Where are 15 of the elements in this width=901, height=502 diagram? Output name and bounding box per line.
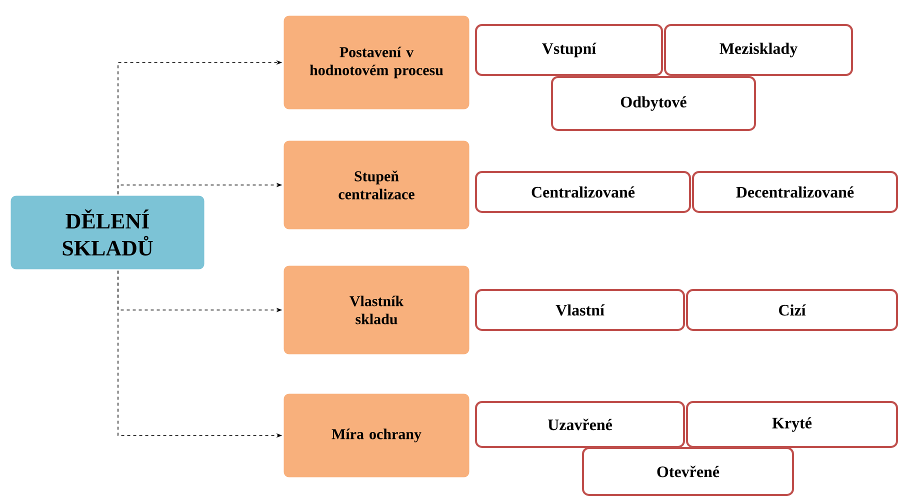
item-box: Vstupní [475,24,663,76]
item-box: Decentralizované [692,170,898,213]
category-box: Vlastník skladu [282,264,471,356]
item-box: Uzavřené [475,400,685,448]
category-box: Stupeň centralizace [282,139,471,231]
item-box: Vlastní [475,288,685,331]
item-box: Cizí [686,288,898,331]
item-box: Mezisklady [664,24,853,76]
item-box: Kryté [686,400,898,448]
item-box: Otevřené [582,446,794,496]
item-box: Odbytové [551,76,756,131]
category-box: Míra ochrany [282,392,471,479]
category-box: Postavení v hodnotovém procesu [282,14,471,111]
item-box: Centralizované [475,170,691,213]
title-box: DĚLENÍ SKLADŮ [9,194,206,271]
